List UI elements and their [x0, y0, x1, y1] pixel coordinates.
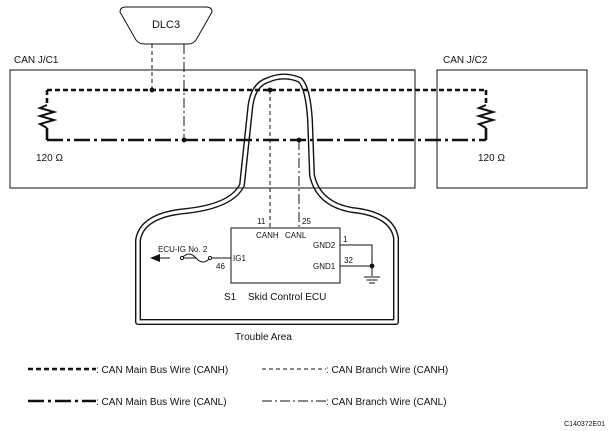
resistor-right [475, 104, 497, 129]
pin-25-label: 25 [302, 217, 311, 226]
can-jc1-label: CAN J/C1 [14, 55, 59, 66]
resistor-left-label: 120 Ω [36, 153, 63, 164]
ecu-name-label: Skid Control ECU [248, 292, 326, 303]
fuse-label: ECU-IG No. 2 [158, 245, 208, 254]
ig1-label: IG1 [233, 254, 246, 263]
pin-46-label: 46 [216, 262, 225, 271]
gnd1-label: GND1 [313, 262, 336, 271]
arrow-left-icon [150, 254, 160, 262]
fuse-icon [181, 253, 211, 263]
can-jc2-box [436, 69, 588, 189]
fuse-end-dot [207, 255, 213, 261]
fuse-end-dot [179, 255, 185, 261]
canh-label: CANH [256, 231, 279, 240]
can-jc2-label: CAN J/C2 [443, 55, 488, 66]
ecu-code-label: S1 [224, 292, 237, 303]
branch-wire-canl [183, 44, 300, 228]
junction-dot [181, 137, 187, 143]
resistor-right-label: 120 Ω [478, 153, 505, 164]
legend-label-branch-canh: : CAN Branch Wire (CANH) [326, 365, 448, 376]
legend-label-main-canl: : CAN Main Bus Wire (CANL) [96, 397, 227, 408]
gnd2-label: GND2 [313, 241, 336, 250]
figure-code: C140372E01 [564, 421, 605, 428]
trouble-area-outline [135, 73, 399, 325]
pin-11-label: 11 [257, 217, 266, 226]
resistor-left [36, 104, 58, 129]
legend-label-branch-canl: : CAN Branch Wire (CANL) [326, 397, 447, 408]
main-bus-canl [45, 128, 488, 142]
junction-dot [296, 137, 302, 143]
legend-label-main-canh: : CAN Main Bus Wire (CANH) [96, 365, 228, 376]
dlc3-label: DLC3 [152, 19, 180, 31]
ground-icon [364, 276, 380, 284]
can-jc1-box [9, 69, 416, 189]
junction-dot [149, 87, 155, 93]
pin-32-label: 32 [344, 256, 353, 265]
pin-1-label: 1 [343, 235, 348, 244]
trouble-area-label: Trouble Area [235, 332, 292, 343]
branch-wire-canh [151, 44, 271, 228]
legend: : CAN Main Bus Wire (CANH) : CAN Branch … [28, 365, 448, 408]
junction-dot [267, 87, 273, 93]
canl-label: CANL [285, 231, 307, 240]
dlc3-connector [119, 6, 213, 45]
junction-dots [149, 87, 302, 143]
skid-control-ecu-box [230, 227, 341, 284]
junction-dot [369, 263, 375, 269]
main-bus-canh [45, 88, 488, 105]
